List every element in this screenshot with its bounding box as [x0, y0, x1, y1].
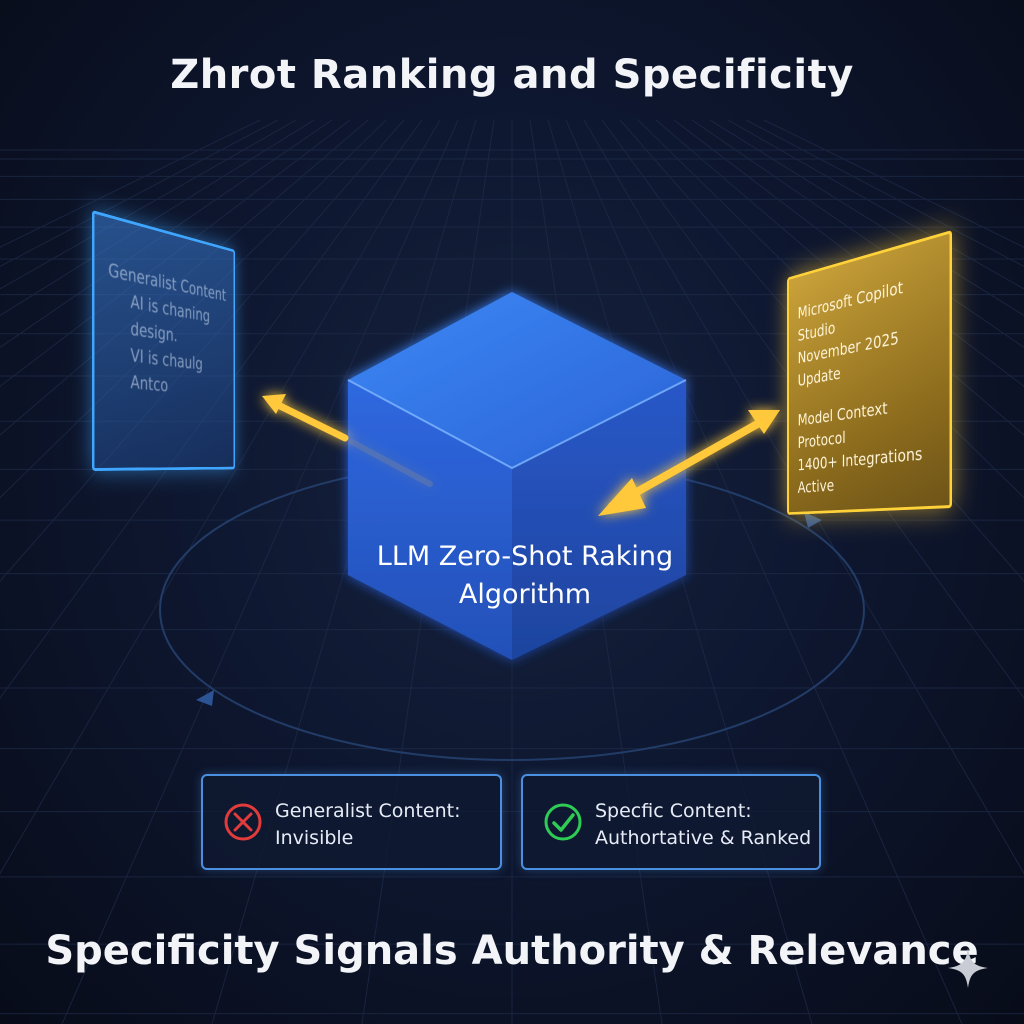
legend-positive: Specfic Content: Authortative & Ranked	[521, 774, 821, 870]
grid-line	[0, 119, 405, 582]
legend-negative: Generalist Content: Invisible	[201, 774, 502, 870]
bottom-tagline: Specificity Signals Authority & Relevanc…	[45, 928, 979, 974]
specific-content-panel: Microsoft Copilot Studio November 2025 U…	[787, 230, 952, 515]
grid-line	[637, 119, 1024, 499]
cube-label-line1: LLM Zero-Shot Raking	[376, 541, 674, 572]
legend-negative-line2: Invisible	[275, 827, 354, 849]
grid-line	[0, 119, 423, 699]
arrow-right-bidirectional	[598, 410, 780, 516]
grid-line	[583, 119, 1024, 875]
x-circle-icon	[224, 803, 262, 841]
cube-edge-highlight	[347, 379, 687, 470]
legend-positive-line2: Authortative & Ranked	[595, 827, 812, 849]
grid-line	[0, 119, 315, 317]
llm-cube	[347, 292, 687, 660]
cube-label-line2: Algorithm	[458, 579, 592, 610]
legend-negative-line1: Generalist Content:	[275, 800, 461, 822]
check-circle-icon	[544, 803, 582, 841]
sparkle-icon	[948, 948, 988, 988]
cube-left-face	[348, 380, 512, 660]
cube-label: LLM Zero-Shot Raking Algorithm	[360, 538, 690, 614]
page-title: Zhrot Ranking and Specificity	[170, 52, 854, 98]
cube-top-face	[348, 292, 686, 468]
generalist-content-panel: Generalist Content AI is chaning design.…	[92, 210, 236, 471]
legend-positive-line1: Specfic Content:	[595, 800, 752, 822]
orbit-arrow-left	[196, 690, 214, 706]
grid-line	[709, 119, 1024, 317]
grid-line	[0, 119, 441, 875]
grid-line	[619, 119, 1024, 582]
grid-line	[0, 119, 297, 290]
grid-line	[601, 119, 1024, 699]
grid-line	[727, 119, 1024, 290]
grid-line	[655, 119, 1024, 436]
grid-line	[673, 119, 1024, 387]
grid-line	[61, 119, 459, 1024]
orbit-arrow-right	[804, 512, 822, 528]
grid-line	[211, 119, 477, 1024]
cube-right-face	[512, 380, 686, 660]
arrow-left-bidirectional	[262, 394, 433, 487]
grid-line	[691, 119, 1024, 348]
grid-line	[565, 119, 963, 1024]
